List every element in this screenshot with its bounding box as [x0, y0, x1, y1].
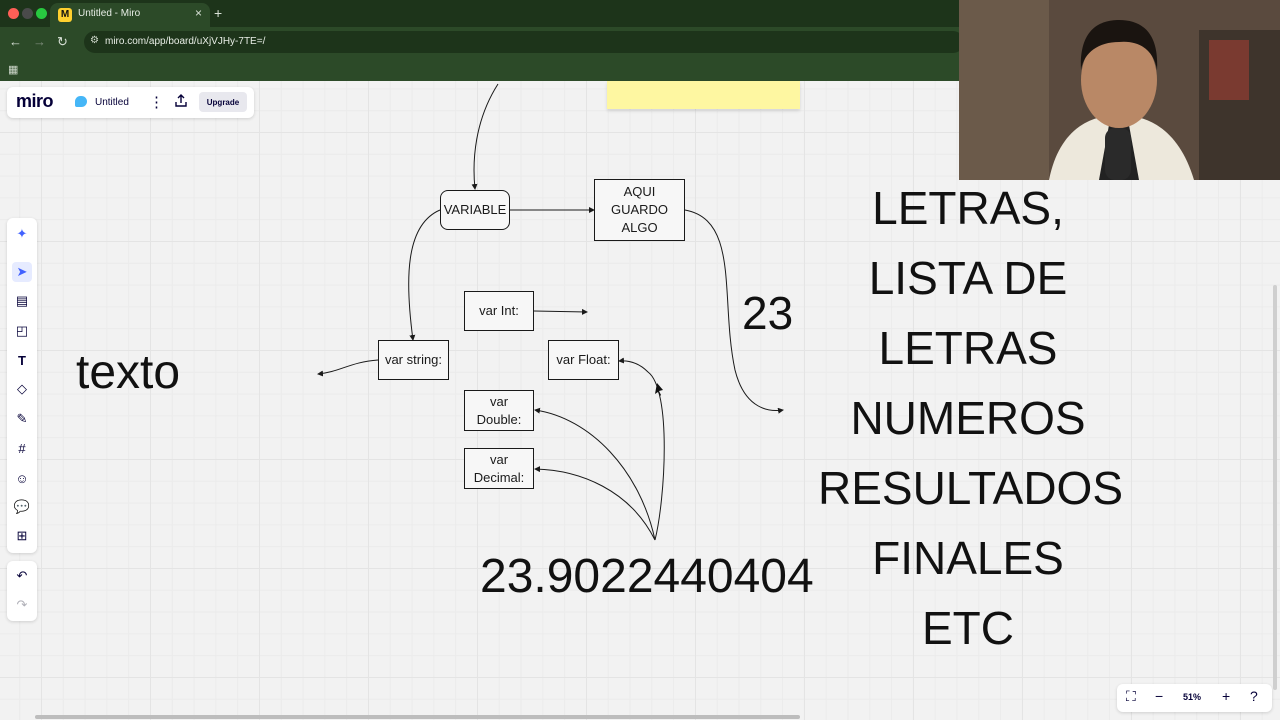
- connector-variable-to-string[interactable]: [408, 209, 441, 341]
- sticky-note[interactable]: [607, 81, 800, 109]
- var-double-line-2: Double:: [476, 411, 522, 427]
- sticker-icon[interactable]: ☺: [15, 470, 29, 486]
- reload-icon[interactable]: ↻: [57, 34, 68, 49]
- site-settings-icon[interactable]: ⚙: [90, 35, 99, 46]
- board-header: miro Untitled ⋮ Upgrade: [7, 87, 254, 118]
- minimize-window-button[interactable]: [22, 8, 33, 19]
- list-line-4: NUMEROS: [850, 392, 1086, 444]
- var-decimal-line-1: var: [489, 451, 509, 467]
- ai-icon[interactable]: ✦: [16, 226, 28, 241]
- fit-screen-icon[interactable]: ⛶: [1126, 688, 1136, 704]
- connector-decimal-to-double[interactable]: [534, 407, 656, 541]
- zoom-in-icon[interactable]: +: [1222, 688, 1231, 704]
- connector-decimal-to-float[interactable]: [618, 357, 665, 541]
- miro-logo[interactable]: miro: [16, 91, 54, 111]
- sticky-note-icon[interactable]: ◰: [15, 323, 29, 338]
- help-icon[interactable]: ?: [1250, 688, 1258, 704]
- back-icon[interactable]: ←: [9, 34, 22, 49]
- zoom-controls: ⛶ − 51% + ?: [1117, 684, 1272, 712]
- connector-decimal-to-decimal[interactable]: [534, 466, 656, 541]
- var-string-shape[interactable]: var string:: [378, 340, 449, 380]
- more-options-icon[interactable]: ⋮: [149, 94, 164, 111]
- variable-label: VARIABLE: [443, 202, 507, 217]
- vertical-scrollbar[interactable]: [1273, 285, 1277, 690]
- list-line-7: ETC: [922, 602, 1014, 654]
- text-icon[interactable]: T: [18, 352, 26, 368]
- miro-favicon-icon: M: [58, 8, 72, 22]
- connector-int[interactable]: [533, 308, 588, 315]
- var-double-shape[interactable]: var Double:: [464, 390, 534, 431]
- comment-icon[interactable]: 💬: [13, 499, 31, 514]
- variable-shape[interactable]: VARIABLE: [440, 190, 510, 230]
- var-string-label: var string:: [384, 352, 443, 367]
- horizontal-scrollbar[interactable]: [35, 715, 800, 719]
- board-chat-icon: [75, 96, 87, 107]
- aqui-line-1: AQUI: [623, 184, 656, 199]
- zoom-level[interactable]: 51%: [1183, 692, 1202, 702]
- list-line-5: RESULTADOS: [818, 462, 1124, 514]
- aqui-guardo-algo-shape[interactable]: AQUI GUARDO ALGO: [594, 179, 685, 241]
- var-float-label: var Float:: [556, 352, 611, 367]
- var-float-shape[interactable]: var Float:: [548, 340, 619, 380]
- var-decimal-shape[interactable]: var Decimal:: [464, 448, 534, 489]
- more-icon[interactable]: ⊞: [16, 528, 28, 543]
- var-double-line-1: var: [489, 393, 509, 409]
- tab-title: Untitled - Miro: [78, 8, 141, 19]
- list-line-1: LETRAS,: [872, 182, 1064, 234]
- presenter-video-image: [959, 0, 1280, 180]
- close-window-button[interactable]: [8, 8, 19, 19]
- url-text: miro.com/app/board/uXjVJHy-7TE=/: [105, 36, 266, 47]
- list-line-3: LETRAS: [878, 322, 1058, 374]
- connector-aqui-to-list[interactable]: [684, 209, 784, 414]
- url-field[interactable]: ⚙ miro.com/app/board/uXjVJHy-7TE=/: [84, 31, 964, 53]
- mouse-cursor-icon: [655, 383, 663, 396]
- connector-string-to-texto[interactable]: [317, 359, 379, 377]
- tab-close-icon[interactable]: ×: [194, 6, 202, 20]
- zoom-out-icon[interactable]: −: [1155, 688, 1164, 704]
- webcam-overlay: [959, 0, 1280, 180]
- var-decimal-line-2: Decimal:: [473, 469, 525, 485]
- texto-text[interactable]: texto: [76, 346, 181, 399]
- board-name[interactable]: Untitled: [95, 97, 129, 108]
- number-23-text[interactable]: 23: [742, 287, 794, 339]
- pen-icon[interactable]: ✎: [16, 411, 28, 426]
- new-tab-icon[interactable]: +: [214, 5, 223, 21]
- templates-icon[interactable]: ▤: [15, 293, 29, 308]
- aqui-line-2: GUARDO: [610, 202, 669, 217]
- list-line-2: LISTA DE: [868, 252, 1068, 304]
- apps-grid-icon[interactable]: ▦: [8, 64, 19, 76]
- shapes-icon[interactable]: ◇: [17, 381, 27, 396]
- data-types-list[interactable]: LETRAS, LISTA DE LETRAS NUMEROS RESULTAD…: [818, 173, 1124, 663]
- connector-top-to-variable[interactable]: [471, 83, 499, 190]
- maximize-window-button[interactable]: [36, 8, 47, 19]
- export-icon[interactable]: [173, 93, 189, 109]
- forward-icon[interactable]: →: [33, 34, 46, 49]
- frame-icon[interactable]: #: [18, 440, 26, 456]
- aqui-line-3: ALGO: [621, 220, 658, 235]
- history-toolbar: ↶ ↷: [7, 561, 37, 621]
- left-toolbar: ✦ ➤ ▤ ◰ T ◇ ✎ # ☺ 💬 ⊞: [7, 218, 37, 553]
- var-int-shape[interactable]: var Int:: [464, 291, 534, 331]
- redo-icon[interactable]: ↷: [16, 597, 28, 612]
- var-int-label: var Int:: [479, 303, 519, 318]
- upgrade-button[interactable]: Upgrade: [199, 92, 247, 112]
- select-icon[interactable]: ➤: [12, 262, 32, 282]
- tab-miro[interactable]: M Untitled - Miro ×: [50, 3, 210, 27]
- undo-icon[interactable]: ↶: [16, 568, 28, 583]
- list-line-6: FINALES: [872, 532, 1064, 584]
- decimal-number-text[interactable]: 23.9022440404: [480, 550, 814, 603]
